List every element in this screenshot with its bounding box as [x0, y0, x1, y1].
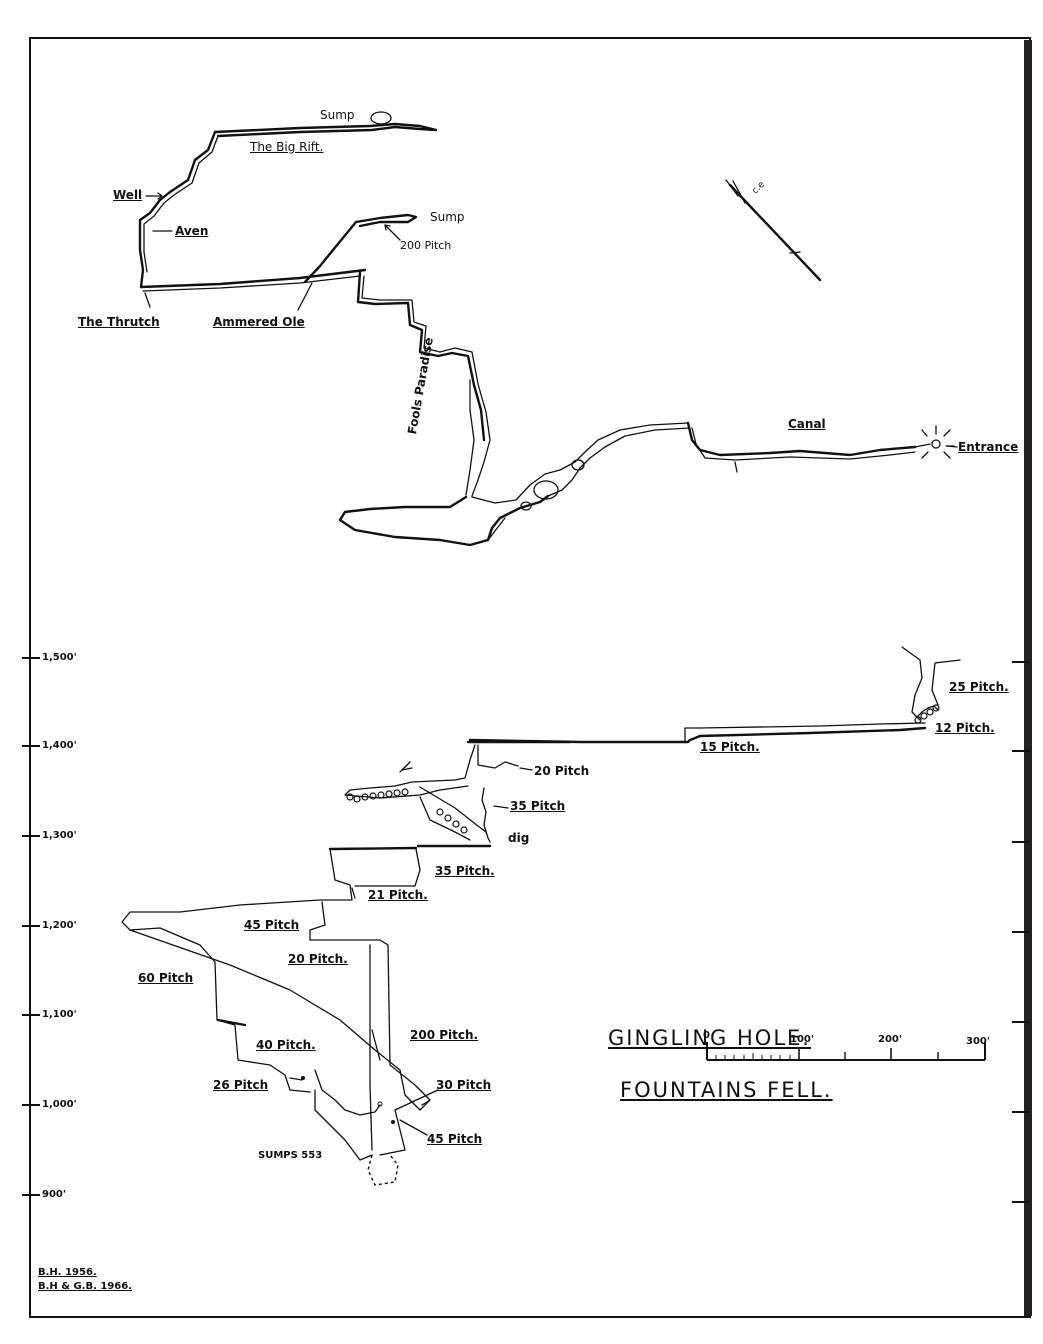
ammered-label: Ammered Ole: [213, 315, 305, 329]
pitch-35a-label: 35 Pitch: [510, 799, 566, 813]
pitch-20a-label: 20 Pitch: [534, 764, 590, 778]
pitch-26-label: 26 Pitch: [213, 1078, 269, 1092]
pitch-200-plan-label: 200 Pitch: [400, 239, 452, 252]
thrutch-label: The Thrutch: [78, 315, 160, 329]
elevation-ticks-left: [22, 657, 40, 1196]
right-edge-shadow: [1024, 40, 1032, 1316]
sump-mid-label: Sump: [430, 210, 465, 224]
section-passages: [121, 646, 961, 1186]
north-arrow: [725, 179, 822, 282]
credit-line-2: B.H & G.B. 1966.: [38, 1281, 133, 1292]
elevation-label: 1,500': [42, 652, 77, 663]
elevation-label: 1,100': [42, 1009, 77, 1020]
diagram-title: GINGLING HOLE.: [608, 1026, 811, 1050]
sumps-label: SUMPS 553: [258, 1150, 323, 1161]
pitch-30-label: 30 Pitch: [436, 1078, 492, 1092]
scale-tick-label: 0: [703, 1030, 710, 1041]
pitch-40-label: 40 Pitch.: [256, 1038, 316, 1052]
well-label: Well: [113, 188, 143, 202]
pitch-21-label: 21 Pitch.: [368, 888, 428, 902]
pitch-45a-label: 45 Pitch: [244, 918, 300, 932]
pitch-35b-label: 35 Pitch.: [435, 864, 495, 878]
elevation-label: 900': [42, 1189, 66, 1200]
pitch-20b-label: 20 Pitch.: [288, 952, 348, 966]
pitch-45b-label: 45 Pitch: [427, 1132, 483, 1146]
entrance-label: Entrance: [958, 440, 1019, 454]
elevation-label: 1,400': [42, 740, 77, 751]
scale-tick-label: 100': [790, 1034, 814, 1045]
pitch-12-label: 12 Pitch.: [935, 721, 995, 735]
diagram-subtitle: FOUNTAINS FELL.: [620, 1078, 833, 1102]
elevation-label: 1,200': [42, 920, 77, 931]
elevation-label: 1,000': [42, 1099, 77, 1110]
aven-label: Aven: [175, 224, 209, 238]
pitch-60-label: 60 Pitch: [138, 971, 194, 985]
elevation-label: 1,300': [42, 830, 77, 841]
plan-passages: [138, 111, 955, 547]
scale-tick-label: 300': [966, 1036, 990, 1047]
canal-label: Canal: [788, 417, 826, 431]
scale-tick-label: 200': [878, 1034, 902, 1045]
elevation-ticks-right: [1012, 661, 1030, 1203]
credit-line-1: B.H. 1956.: [38, 1267, 97, 1278]
pitch-15-label: 15 Pitch.: [700, 740, 760, 754]
scale-bar: [706, 1042, 986, 1061]
sump-top-label: Sump: [320, 108, 355, 122]
pitch-200-label: 200 Pitch.: [410, 1028, 479, 1042]
dig-label: dig: [508, 831, 530, 845]
big-rift-label: The Big Rift.: [250, 140, 324, 154]
pitch-25-label: 25 Pitch.: [949, 680, 1009, 694]
